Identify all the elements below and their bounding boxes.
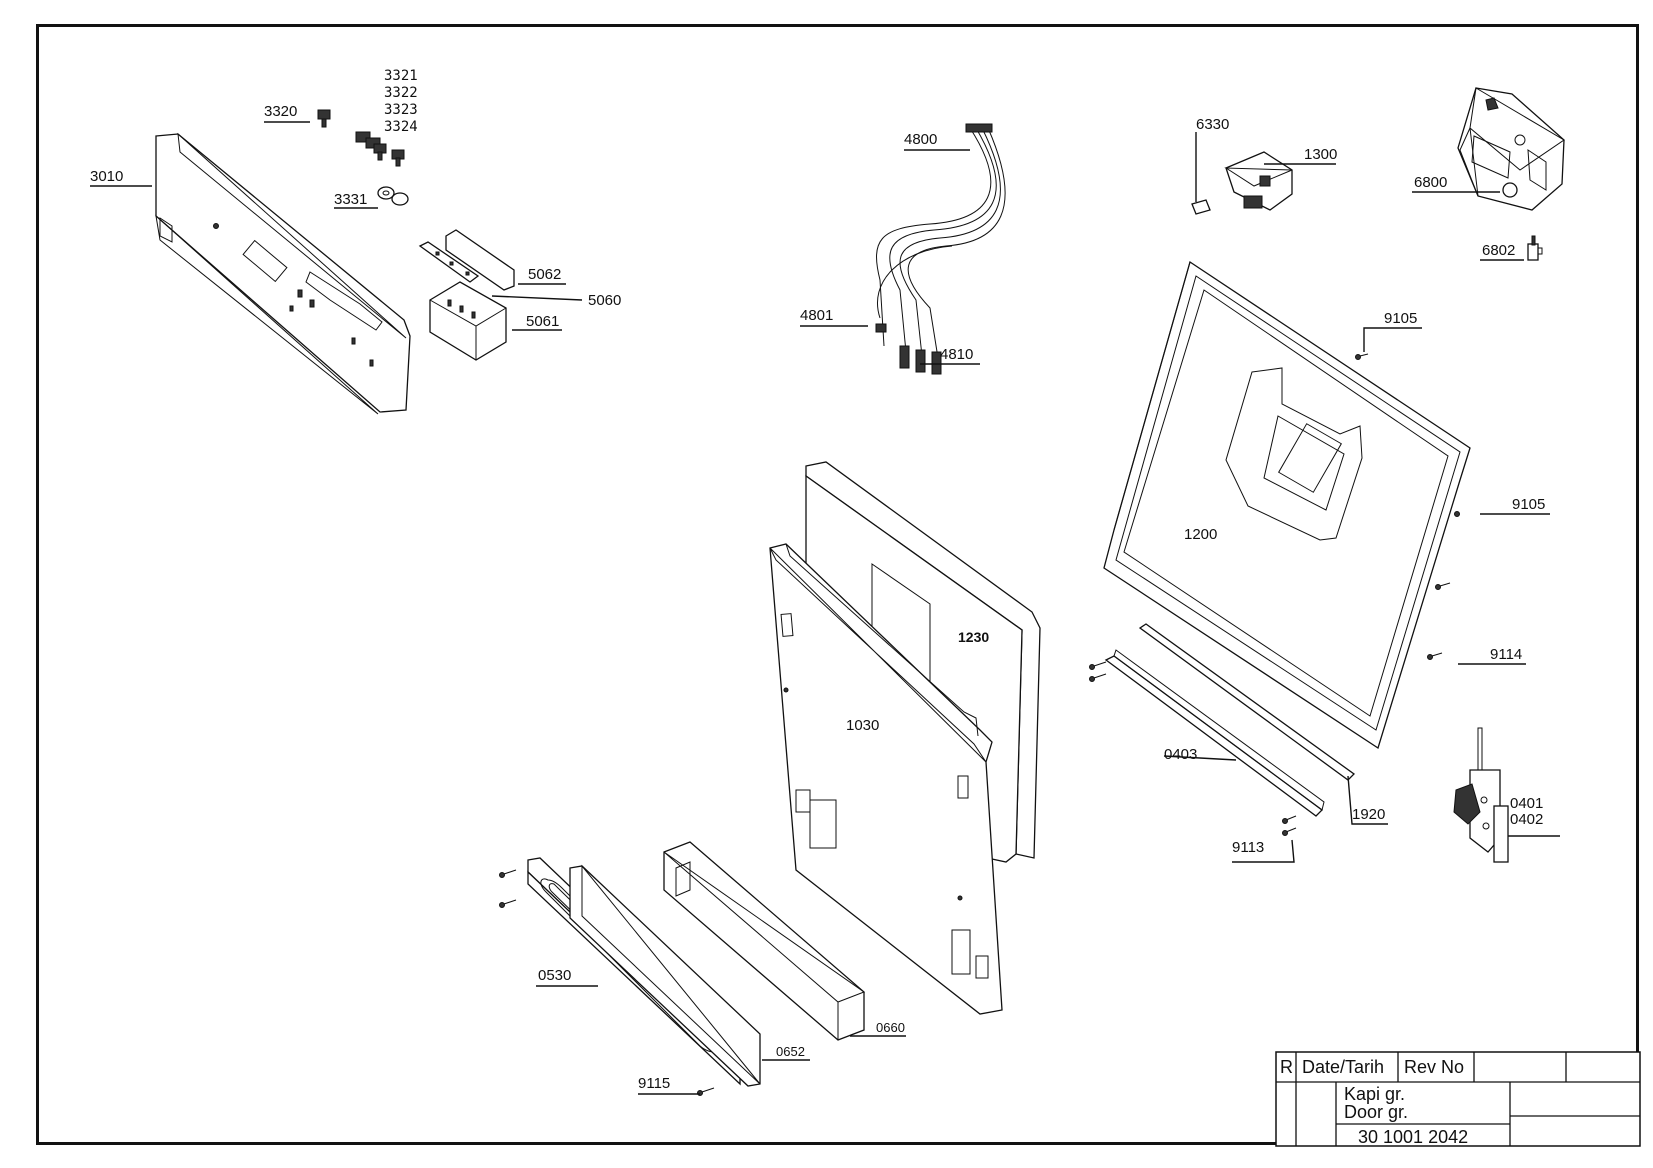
rinse-aid-cap-6802 [1527,235,1543,261]
hinge-0401-0402 [1453,727,1509,863]
dispenser-6800 [1457,87,1565,211]
leader-9113 [1232,839,1295,863]
handle-block-0660 [663,841,866,1041]
label-6330: 6330 [1196,116,1229,133]
label-3331: 3331 [334,191,367,208]
label-4810: 4810 [940,346,973,363]
screws-upper-left [1089,661,1107,682]
leader-1920 [1347,775,1388,825]
label-6802: 6802 [1482,242,1515,259]
electronic-module-5061 [429,281,507,361]
label-3010: 3010 [90,168,123,185]
inner-door-1200 [1103,260,1471,750]
title-name-tr: Kapi gr. [1344,1084,1405,1104]
label-9114: 9114 [1490,646,1522,663]
door-lock-1300 [1224,151,1293,211]
handle-profile-0652 [569,864,761,1087]
label-3321: 3321 [384,68,418,84]
screws-9115 [499,869,715,1096]
label-0530: 0530 [538,967,571,984]
knobs-3321-3324 [355,131,405,167]
leader-5060 [491,295,583,301]
label-0403: 0403 [1164,746,1197,763]
label-0652: 0652 [776,1044,805,1059]
label-3323: 3323 [384,102,418,118]
label-1230: 1230 [958,629,989,645]
label-9113: 9113 [1232,839,1264,856]
screw-9105-top [1355,353,1369,360]
title-col-rev: Rev No [1404,1057,1464,1077]
leader-9105-top [1363,327,1422,352]
screws-9113 [1282,815,1297,836]
label-3320: 3320 [264,103,297,120]
seal-6330 [1191,199,1211,215]
label-3324: 3324 [384,119,418,135]
screw-9105-side [1454,511,1460,517]
label-1030: 1030 [846,717,879,734]
label-0401: 0401 [1510,795,1543,812]
knob-cap-3331 [377,186,409,206]
seal-strip-1920 [1138,623,1355,781]
title-part-number: 30 1001 2042 [1358,1127,1468,1147]
label-5060: 5060 [588,292,621,309]
wiring-harness-4800 [875,123,1006,375]
screws-9114 [1427,582,1451,660]
leader-0403 [1163,755,1237,761]
label-0660: 0660 [876,1020,905,1035]
title-name-en: Door gr. [1344,1102,1408,1122]
label-9105-side: 9105 [1512,496,1545,513]
label-9115: 9115 [638,1075,670,1092]
bottom-strip-0403 [1104,649,1325,817]
title-block [1275,1051,1641,1147]
label-5061: 5061 [526,313,559,330]
label-4801: 4801 [800,307,833,324]
label-6800: 6800 [1414,174,1447,191]
label-3322: 3322 [384,85,418,101]
label-0402: 0402 [1510,811,1543,828]
label-5062: 5062 [528,266,561,283]
label-9105-top: 9105 [1384,310,1417,327]
label-4800: 4800 [904,131,937,148]
title-col-date: Date/Tarih [1302,1057,1384,1077]
label-1300: 1300 [1304,146,1337,163]
control-panel-3010 [155,132,411,415]
outer-door-1030 [769,543,1003,1015]
title-col-r: R [1280,1057,1293,1077]
label-1920: 1920 [1352,806,1385,823]
knob-3320 [317,109,331,128]
label-1200: 1200 [1184,526,1217,543]
drawing-border [36,24,1639,1145]
electronic-module-5062 [418,229,515,291]
